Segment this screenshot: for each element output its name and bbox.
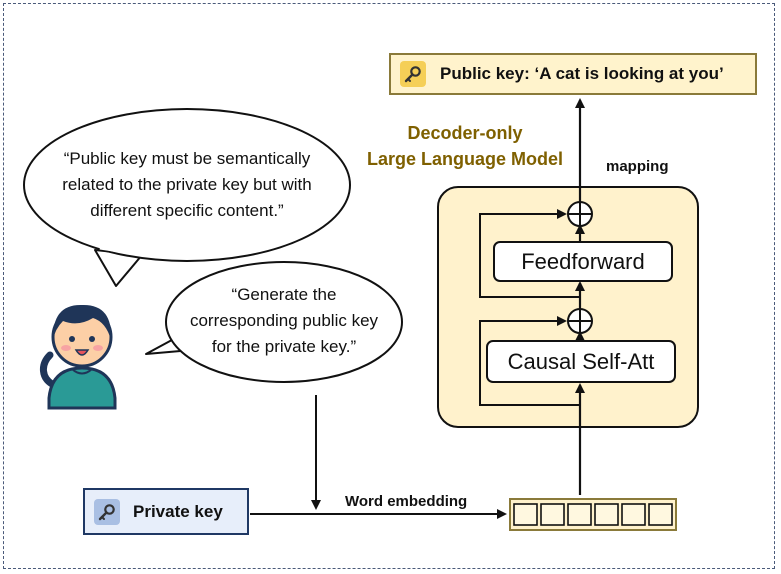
add-node-lower [567, 308, 593, 334]
model-title-line1: Decoder-only [407, 123, 523, 143]
constraint-line: related to the private key but with [62, 175, 312, 194]
key-icon [400, 61, 426, 87]
speech-bubble-instruction [145, 261, 403, 383]
residual-connection-feedforward [479, 209, 580, 298]
embedding-cell [567, 503, 592, 526]
speech-bubble-constraint [23, 108, 351, 287]
residual-connection-attention [479, 316, 580, 406]
llm-block [437, 186, 699, 428]
add-node-upper [567, 201, 593, 227]
embedding-cell [594, 503, 619, 526]
private-key-box: Private key [83, 488, 249, 535]
public-key-box: Public key: ‘A cat is looking at you’ [389, 53, 757, 95]
causal-self-attention-block: Causal Self-Att [486, 340, 676, 383]
girl-avatar-icon [40, 304, 117, 410]
embedding-cell [540, 503, 565, 526]
key-icon [94, 498, 120, 525]
constraint-bubble-text: “Public key must be semantically related… [34, 146, 340, 224]
instruction-line: for the private key.” [211, 337, 357, 356]
instruction-bubble-text: “Generate the corresponding public key f… [174, 282, 394, 360]
constraint-line: “Public key must be semantically [63, 149, 311, 168]
outer-dashed-frame [3, 3, 775, 569]
private-key-label: Private key [133, 501, 223, 521]
word-embedding-vector [509, 498, 677, 531]
instruction-line: corresponding public key [189, 311, 379, 330]
feedforward-block: Feedforward [493, 241, 673, 282]
mapping-label: mapping [606, 158, 669, 175]
instruction-line: “Generate the [231, 285, 337, 304]
word-embedding-label: Word embedding [345, 493, 468, 510]
model-title: Decoder-only Large Language Model [330, 120, 600, 172]
public-key-label: Public key: ‘A cat is looking at you’ [440, 64, 724, 83]
embedding-cell [621, 503, 646, 526]
constraint-line: different specific content.” [90, 201, 284, 220]
embedding-cell [513, 503, 538, 526]
embedding-cell [648, 503, 673, 526]
model-title-line2: Large Language Model [366, 149, 564, 169]
